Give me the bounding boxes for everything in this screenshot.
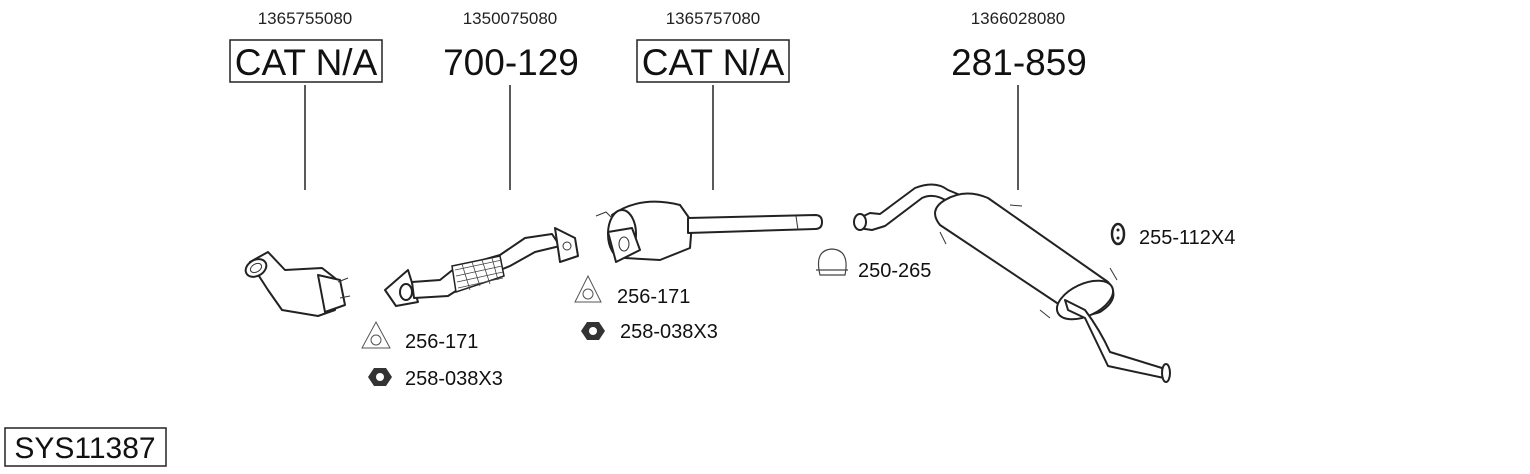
oe-number: 1365757080 bbox=[666, 9, 761, 28]
accessory-nut-2[interactable]: 258-038X3 bbox=[581, 321, 718, 343]
catalytic-converter-2-drawing[interactable] bbox=[595, 200, 823, 263]
part-ref: CAT N/A bbox=[235, 42, 378, 83]
accessory-label: 256-171 bbox=[617, 286, 690, 308]
front-pipe-drawing[interactable] bbox=[384, 227, 579, 307]
accessory-label: 258-038X3 bbox=[620, 321, 718, 343]
system-id-box: SYS11387 bbox=[4, 427, 167, 467]
accessory-label: 256-171 bbox=[405, 331, 478, 353]
accessory-rubber-mount[interactable]: 255-112X4 bbox=[1110, 222, 1235, 249]
accessory-gasket-1[interactable]: 256-171 bbox=[361, 320, 478, 353]
rear-silencer-drawing[interactable] bbox=[853, 183, 1171, 383]
accessory-label: 250-265 bbox=[858, 260, 931, 282]
accessory-clamp[interactable]: 250-265 bbox=[816, 248, 931, 282]
part-ref: 281-859 bbox=[951, 42, 1087, 83]
part-ref: CAT N/A bbox=[642, 42, 785, 83]
catalytic-converter-1-drawing[interactable] bbox=[242, 251, 351, 317]
oe-number: 1365755080 bbox=[258, 9, 353, 28]
accessory-nut-1[interactable]: 258-038X3 bbox=[368, 368, 503, 390]
part-4-callout[interactable]: 1366028080 281-859 bbox=[951, 9, 1087, 190]
oe-number: 1366028080 bbox=[971, 9, 1066, 28]
clamp-icon bbox=[817, 248, 847, 276]
system-id: SYS11387 bbox=[14, 432, 155, 465]
part-2-callout[interactable]: 1350075080 700-129 bbox=[443, 9, 579, 190]
part-3-callout[interactable]: 1365757080 CAT N/A bbox=[636, 9, 790, 190]
ref-box bbox=[229, 39, 383, 83]
part-1-callout[interactable]: 1365755080 CAT N/A bbox=[229, 9, 383, 190]
accessory-label: 255-112X4 bbox=[1139, 227, 1235, 249]
rubber-mount-icon bbox=[1110, 222, 1126, 246]
oe-number: 1350075080 bbox=[463, 9, 558, 28]
accessory-gasket-2[interactable]: 256-171 bbox=[574, 274, 690, 308]
part-ref: 700-129 bbox=[443, 42, 579, 83]
ref-box bbox=[636, 39, 790, 83]
accessory-label: 258-038X3 bbox=[405, 368, 503, 390]
